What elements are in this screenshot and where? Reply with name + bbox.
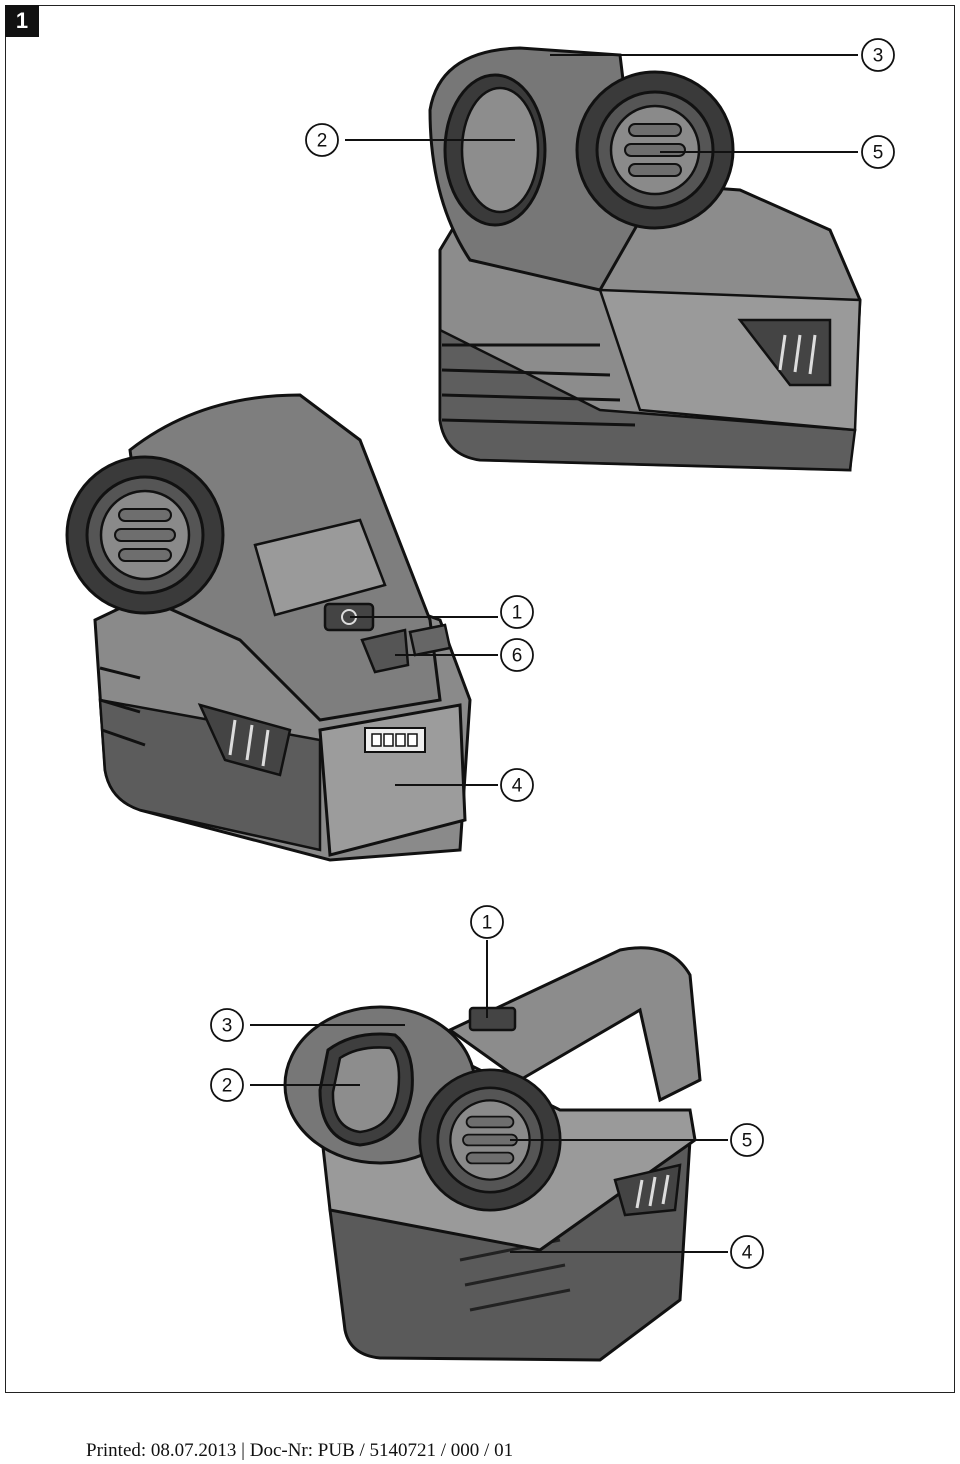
svg-text:1: 1 bbox=[482, 913, 493, 934]
svg-text:2: 2 bbox=[317, 131, 328, 152]
svg-text:6: 6 bbox=[512, 646, 523, 667]
svg-text:1: 1 bbox=[512, 603, 523, 624]
device-view-top bbox=[428, 46, 862, 472]
svg-text:2: 2 bbox=[222, 1076, 233, 1097]
svg-text:3: 3 bbox=[873, 46, 884, 67]
print-footer: Printed: 08.07.2013 | Doc-Nr: PUB / 5140… bbox=[86, 1440, 514, 1461]
svg-text:5: 5 bbox=[873, 143, 884, 164]
svg-text:4: 4 bbox=[512, 776, 523, 797]
callout-4-bottom: 4 bbox=[730, 1235, 764, 1269]
callout-leaders bbox=[250, 54, 858, 1253]
callout-3-top: 3 bbox=[861, 38, 895, 72]
callout-5-top: 5 bbox=[861, 135, 895, 169]
callout-6-middle: 6 bbox=[500, 638, 534, 672]
figure-frame bbox=[5, 5, 955, 1393]
callout-4-middle: 4 bbox=[500, 768, 534, 802]
device-view-middle bbox=[65, 393, 472, 862]
callout-2-top: 2 bbox=[305, 123, 339, 157]
device-illustrations: 3 2 5 1 6 4 1 3 bbox=[65, 38, 895, 1362]
svg-text:5: 5 bbox=[742, 1131, 753, 1152]
callout-5-bottom: 5 bbox=[730, 1123, 764, 1157]
figure-number: 1 bbox=[5, 5, 39, 37]
callout-markers: 3 2 5 1 6 4 1 3 bbox=[210, 38, 895, 1269]
callout-1-middle: 1 bbox=[500, 595, 534, 629]
callout-1-bottom: 1 bbox=[470, 905, 504, 939]
svg-text:4: 4 bbox=[742, 1243, 753, 1264]
svg-text:3: 3 bbox=[222, 1016, 233, 1037]
callout-2-bottom: 2 bbox=[210, 1068, 244, 1102]
device-view-bottom bbox=[283, 946, 702, 1362]
callout-3-bottom: 3 bbox=[210, 1008, 244, 1042]
